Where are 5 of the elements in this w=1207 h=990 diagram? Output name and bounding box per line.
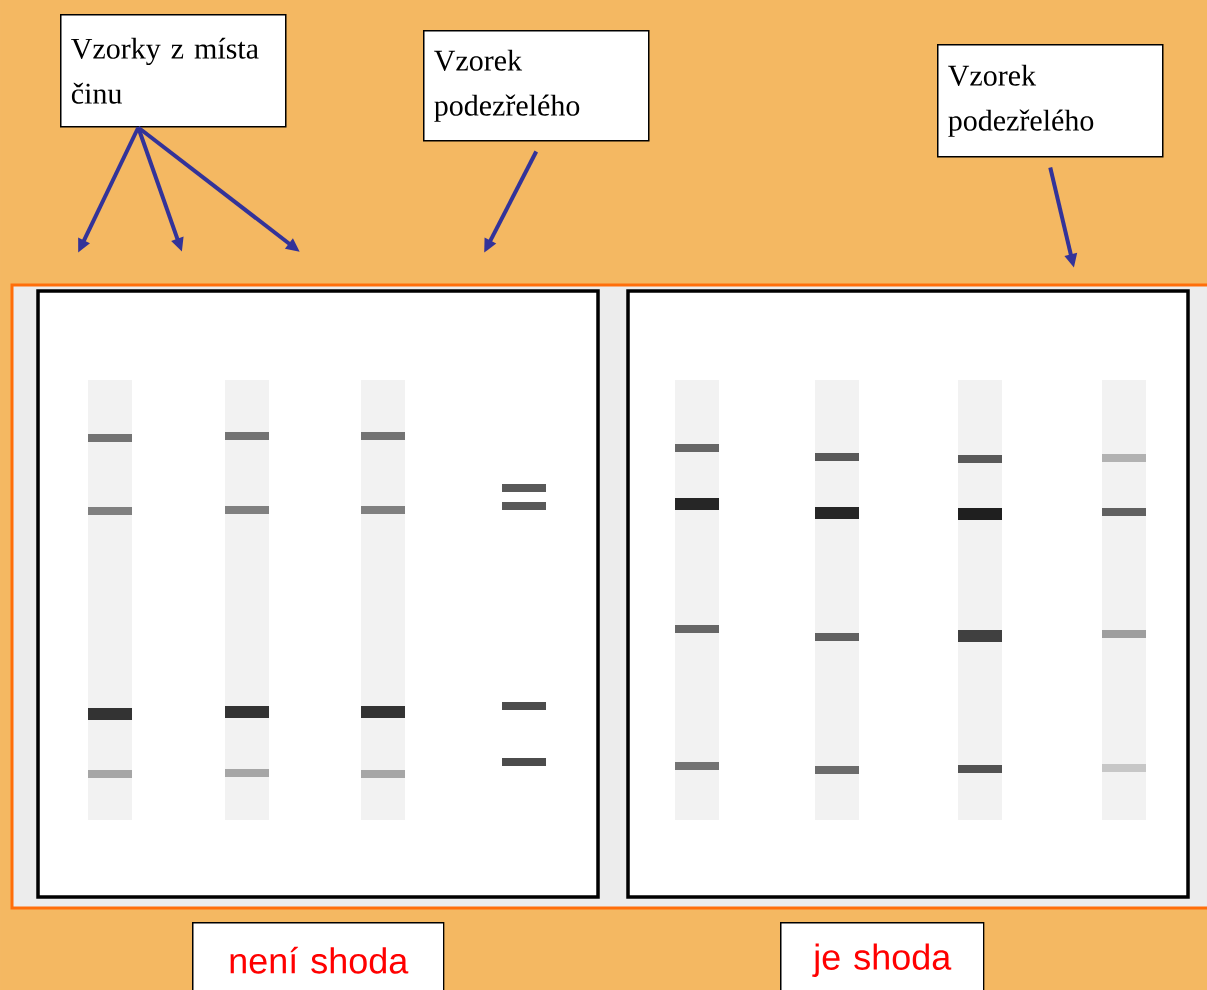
text-box: Vzorky z místa činu [60, 14, 287, 128]
result-box: není shoda [192, 922, 445, 990]
text-box: Vzorek podezřelého [423, 30, 650, 142]
result-box: je shoda [780, 922, 985, 990]
text-box: Vzorek podezřelého [937, 44, 1164, 158]
